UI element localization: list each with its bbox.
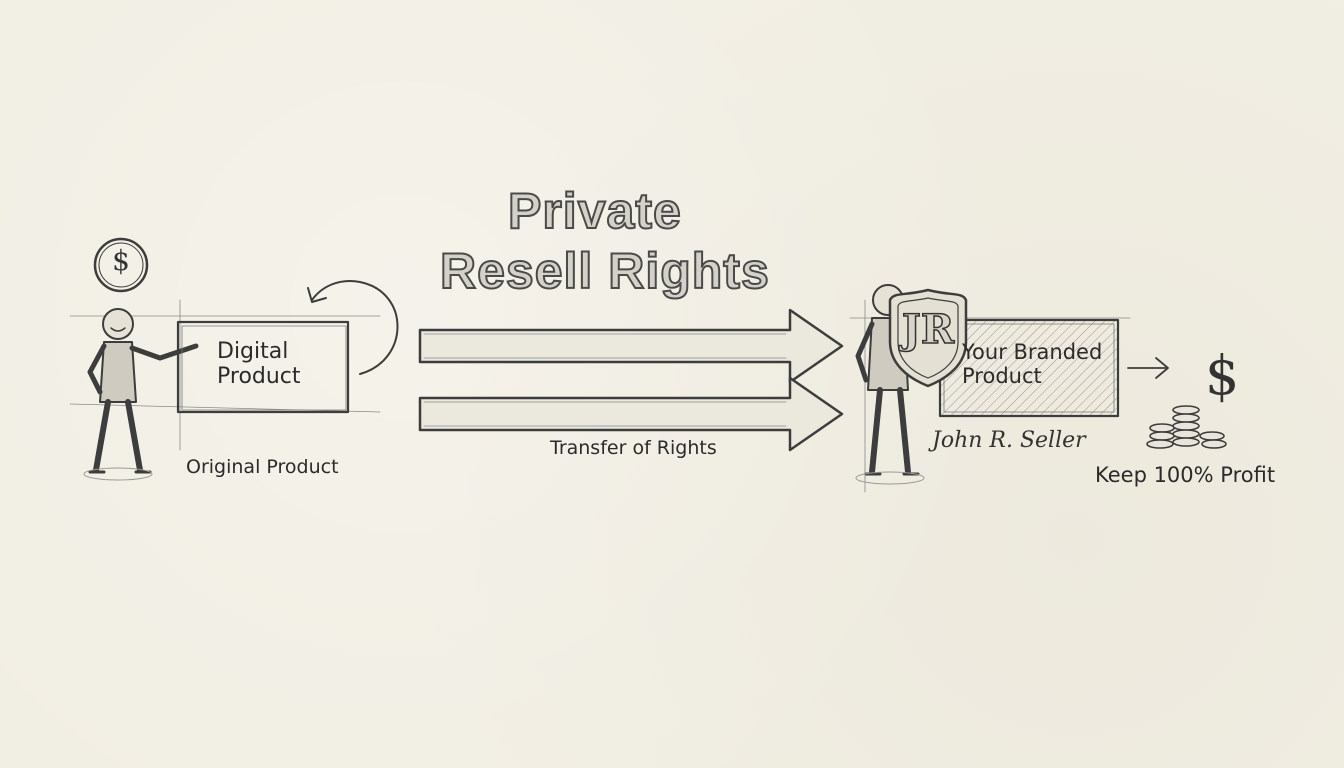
original-creator-figure bbox=[69, 299, 381, 481]
dollar-coin-symbol: $ bbox=[112, 244, 130, 277]
branded-product-box bbox=[938, 318, 1120, 418]
transfer-arrow-lower bbox=[418, 376, 844, 452]
seller-signature: John R. Seller bbox=[932, 428, 1086, 453]
diagram-title-line1: Private bbox=[507, 182, 682, 240]
shield-monogram: JR bbox=[901, 305, 955, 354]
dollar-coin-icon bbox=[93, 237, 149, 293]
diagram-title-line2: Resell Rights bbox=[439, 242, 770, 300]
digital-product-box bbox=[176, 320, 350, 414]
transfer-arrow-upper bbox=[418, 308, 844, 384]
dollar-sign-icon: $ bbox=[1205, 344, 1240, 407]
branded-product-label: Your Branded Product bbox=[962, 340, 1103, 389]
transfer-of-rights-caption: Transfer of Rights bbox=[550, 437, 717, 459]
curved-arrow-icon bbox=[307, 280, 399, 375]
profit-caption: Keep 100% Profit bbox=[1095, 463, 1276, 487]
shield-icon bbox=[888, 288, 968, 388]
small-arrow-icon bbox=[1127, 357, 1169, 379]
digital-product-label: Digital Product bbox=[217, 339, 301, 390]
original-product-caption: Original Product bbox=[186, 456, 339, 478]
coin-stack-icon bbox=[1146, 405, 1227, 449]
